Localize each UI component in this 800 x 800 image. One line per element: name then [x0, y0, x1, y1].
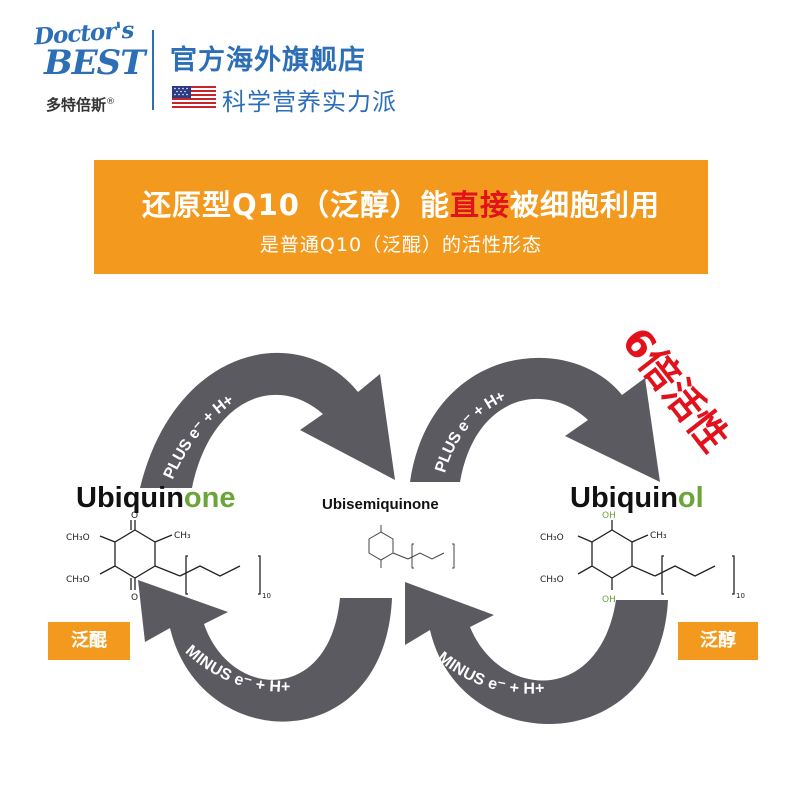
ubiquinol-ch3o-2: CH₃O	[540, 575, 564, 585]
ubiquinone-o-top: O	[131, 511, 138, 521]
banner-title: 还原型Q10（泛醇）能直接被细胞利用	[94, 182, 708, 224]
ubiquinol-ch3: CH₃	[650, 531, 667, 541]
brand-logo: Doctor's BEST 多特倍斯®	[30, 17, 145, 120]
ubiquinol-oh-bottom: OH	[602, 595, 616, 605]
label-ubiquinol-part1: Ubiquin	[570, 482, 678, 514]
ubiquinone-n10: 10	[262, 592, 271, 600]
ubiquinone-o-bottom: O	[131, 593, 138, 603]
registered-mark: ®	[106, 97, 116, 107]
headline-banner: 还原型Q10（泛醇）能直接被细胞利用 是普通Q10（泛醌）的活性形态	[94, 160, 708, 274]
label-ubiquinone-part2: one	[183, 482, 236, 514]
ubiquinone-ch3o-1: CH₃O	[66, 533, 90, 543]
header-divider	[152, 30, 154, 110]
slogan: 科学营养实力派	[222, 88, 397, 116]
ubiquinol-structure	[577, 520, 735, 595]
label-ubiquinol-part2: ol	[677, 482, 704, 514]
banner-title-highlight: 直接	[449, 188, 510, 222]
banner-subtitle: 是普通Q10（泛醌）的活性形态	[259, 234, 543, 256]
ubisemiquinone-structure	[368, 525, 455, 569]
logo-cn-text: 多特倍斯	[46, 96, 107, 114]
logo-line-best: BEST	[44, 43, 146, 83]
ubiquinone-ch3o-2: CH₃O	[66, 575, 90, 585]
arrow-plus-left	[140, 352, 395, 488]
us-flag-icon	[172, 86, 216, 108]
banner-title-part1: 还原型Q10（泛醇）能	[141, 188, 450, 222]
label-ubisemiquinone: Ubisemiquinone	[322, 496, 439, 513]
label-ubiquinone: Ubiquinone	[76, 482, 235, 515]
label-ubiquinone-part1: Ubiquin	[76, 482, 184, 514]
ubiquinone-ch3: CH₃	[174, 531, 191, 541]
ubiquinol-n10: 10	[736, 592, 745, 600]
ubiquinol-oh-top: OH	[602, 511, 616, 521]
arrow-plus-right	[410, 357, 660, 482]
store-name: 官方海外旗舰店	[170, 45, 366, 76]
label-ubiquinol: Ubiquinol	[570, 482, 704, 515]
tag-ubiquinone-cn: 泛醌	[48, 622, 130, 660]
arrow-minus-left	[138, 580, 392, 722]
arrow-minus-right	[405, 582, 668, 725]
logo-chinese-name: 多特倍斯®	[46, 94, 115, 115]
ubiquinone-structure	[99, 520, 261, 595]
ubiquinol-ch3o-1: CH₃O	[540, 533, 564, 543]
tag-ubiquinol-cn: 泛醇	[678, 622, 758, 660]
redox-cycle-diagram: PLUS e⁻ + H+ PLUS e⁻ + H+ MINUS e⁻ + H+ …	[66, 352, 745, 725]
banner-title-part2: 被细胞利用	[510, 188, 661, 222]
